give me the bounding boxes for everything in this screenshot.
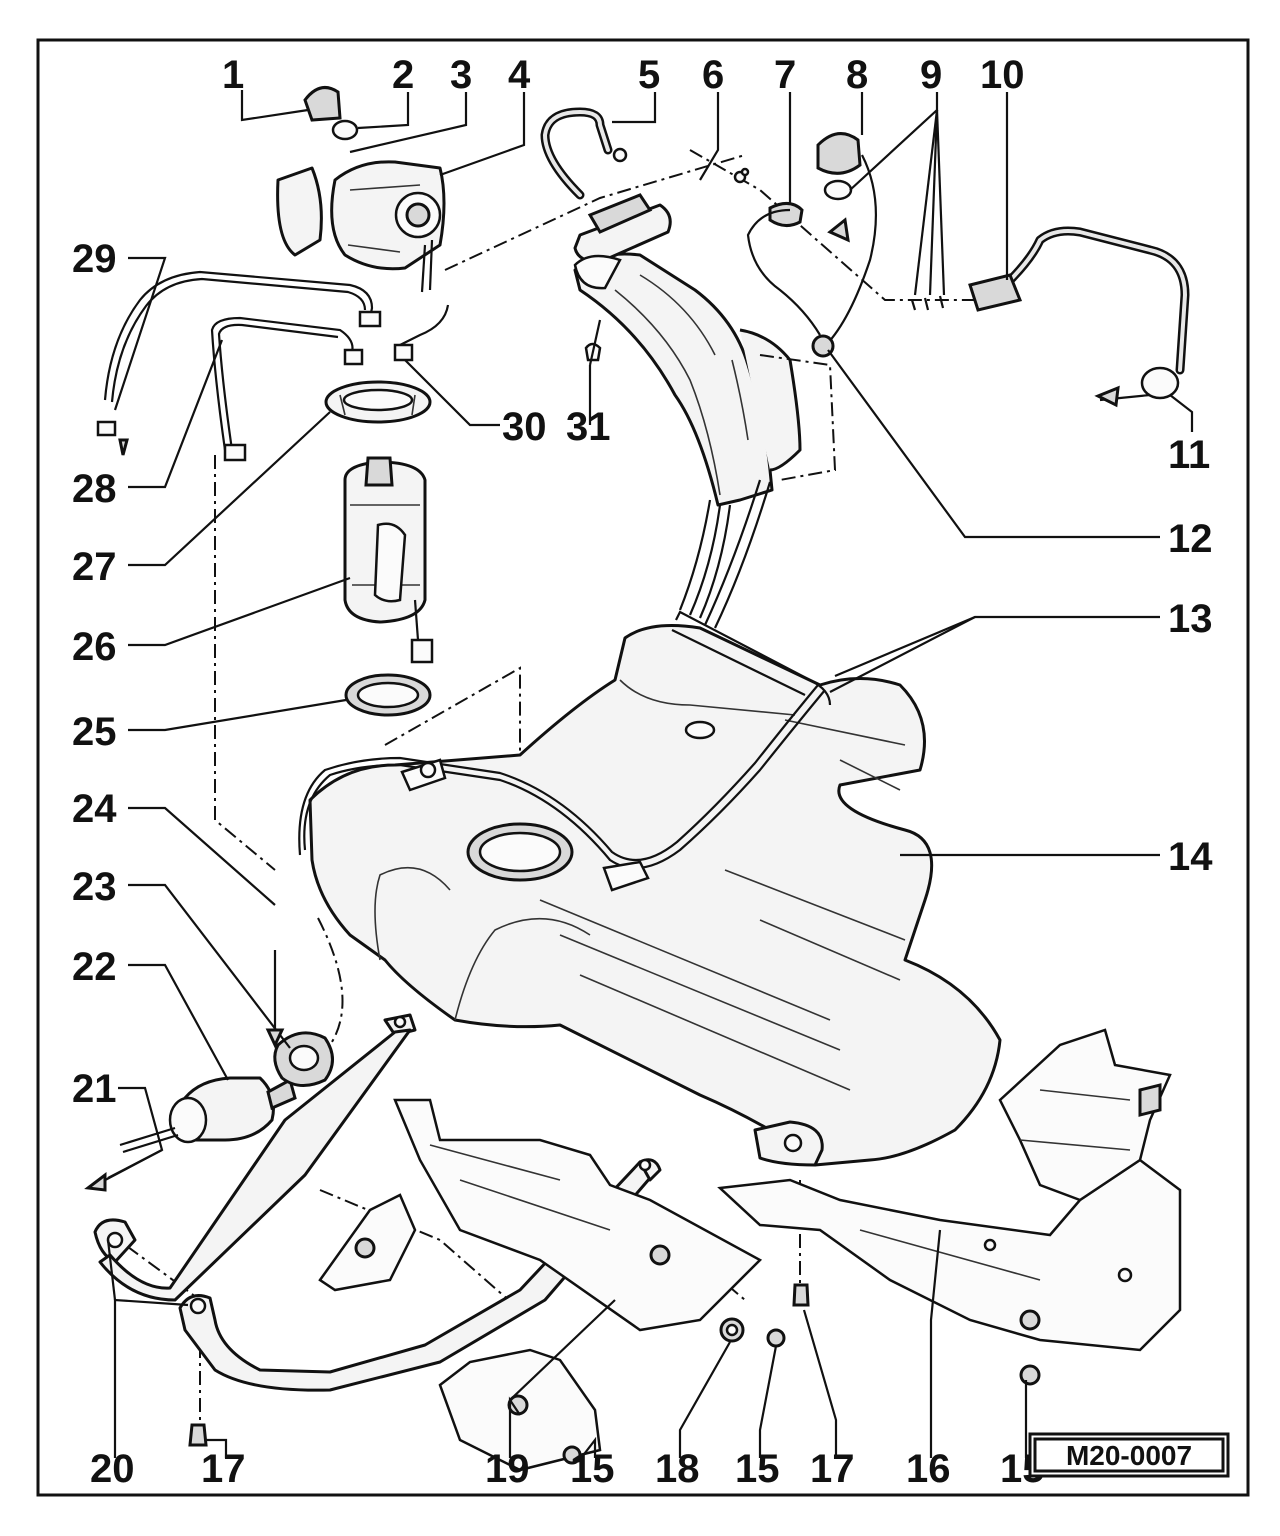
heat-shields [318, 1028, 1182, 1472]
filter-housing-assembly [276, 86, 446, 293]
callout-12: 12 [1168, 517, 1213, 561]
callout-8: 8 [846, 53, 868, 97]
callout-6: 6 [702, 53, 724, 97]
leader-lines [84, 90, 1194, 1463]
callout-23: 23 [72, 865, 117, 909]
fuel-lines [96, 270, 450, 462]
callout-19: 19 [485, 1447, 530, 1491]
fuel-filter [119, 1031, 334, 1154]
callout-31: 31 [566, 405, 611, 449]
callout-10: 10 [980, 53, 1025, 97]
callout-27: 27 [72, 545, 117, 589]
callout-25: 25 [72, 710, 117, 754]
callout-17-right: 17 [810, 1447, 855, 1491]
callout-1: 1 [222, 53, 244, 97]
callout-18: 18 [655, 1447, 700, 1491]
callout-16: 16 [906, 1447, 951, 1491]
fasteners [188, 1283, 1041, 1465]
callout-14: 14 [1168, 835, 1213, 879]
diagram-code-box: M20-0007 [1028, 1432, 1230, 1478]
callout-5: 5 [638, 53, 660, 97]
callout-17-left: 17 [201, 1447, 246, 1491]
callout-20: 20 [90, 1447, 135, 1491]
callout-3: 3 [450, 53, 472, 97]
callout-22: 22 [72, 945, 117, 989]
callout-7: 7 [774, 53, 796, 97]
callout-9: 9 [920, 53, 942, 97]
vent-hose [910, 226, 1190, 408]
callout-15-left: 15 [570, 1447, 615, 1491]
diagram-frame [36, 38, 1250, 1497]
callout-11: 11 [1168, 433, 1210, 477]
filler-neck-assembly [540, 107, 877, 629]
callout-21: 21 [72, 1067, 117, 1111]
callout-15-middle: 15 [735, 1447, 780, 1491]
callout-2: 2 [392, 53, 414, 97]
callout-24: 24 [72, 787, 117, 831]
callout-26: 26 [72, 625, 117, 669]
fuel-pump-assembly [324, 380, 434, 717]
code-box-inner [1033, 1437, 1225, 1473]
fuel-tank [298, 610, 1002, 1167]
callout-labels: 1 2 3 4 5 6 7 8 9 10 11 12 13 14 15 16 1… [72, 53, 1213, 1491]
tank-straps [93, 1013, 662, 1392]
callout-13: 13 [1168, 597, 1213, 641]
callout-28: 28 [72, 467, 117, 511]
callout-4: 4 [508, 53, 531, 97]
diagram-code: M20-0007 [1066, 1440, 1192, 1471]
callout-30: 30 [502, 405, 547, 449]
callout-29: 29 [72, 237, 117, 281]
